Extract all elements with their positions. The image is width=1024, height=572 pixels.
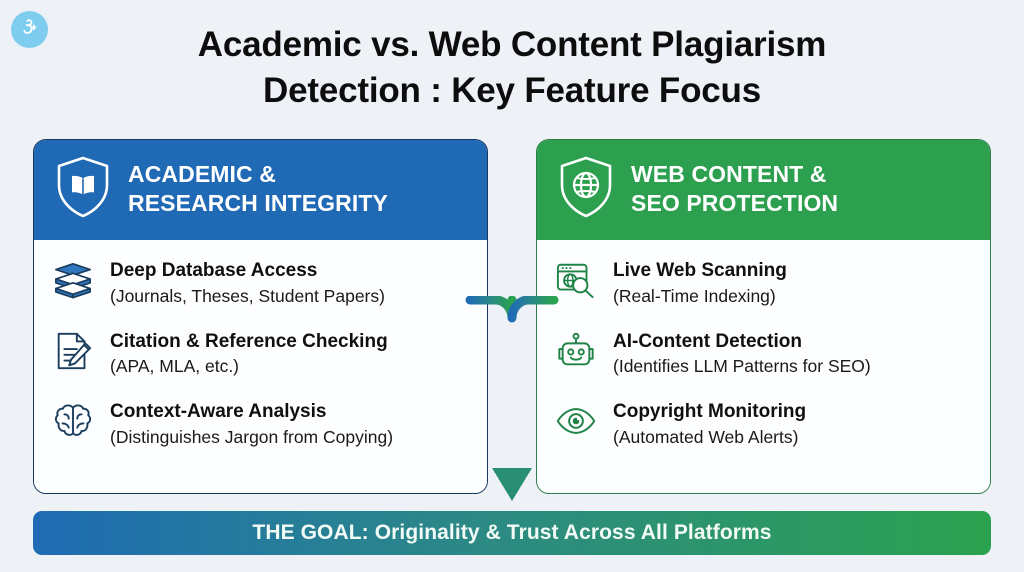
panel-web-title-line-2: SEO PROTECTION	[631, 190, 839, 216]
feature-title: AI-Content Detection	[613, 330, 802, 352]
feature-subtitle: (Identifies LLM Patterns for SEO)	[613, 356, 871, 377]
feature-title: Live Web Scanning	[613, 260, 787, 281]
panel-web-title: WEB CONTENT & SEO PROTECTION	[631, 160, 838, 217]
page-title-line-1: Academic vs. Web Content Plagiarism	[197, 25, 827, 64]
feature-subtitle: (Automated Web Alerts)	[613, 427, 799, 448]
feature-subtitle: (APA, MLA, etc.)	[110, 356, 240, 377]
brain-icon	[52, 400, 94, 442]
shield-book-icon	[54, 155, 112, 224]
feature-text: Citation & Reference Checking (APA, MLA,…	[110, 329, 388, 379]
panel-web-features: Live Web Scanning (Real-Time Indexing)	[537, 240, 990, 493]
stacked-books-icon	[52, 259, 94, 301]
page-title-line-2: Detection : Key Feature Focus	[263, 71, 761, 111]
feature-item[interactable]: Context-Aware Analysis (Distinguishes Ja…	[52, 399, 471, 449]
feature-title: Citation & Reference Checking	[110, 330, 388, 352]
brand-logo[interactable]	[11, 11, 48, 48]
feature-item[interactable]: Live Web Scanning (Real-Time Indexing)	[555, 258, 974, 308]
feature-title: Context-Aware Analysis	[110, 401, 327, 423]
feature-text: Context-Aware Analysis (Distinguishes Ja…	[110, 399, 393, 449]
panel-web-header: WEB CONTENT & SEO PROTECTION	[537, 140, 990, 240]
panel-academic-header: ACADEMIC & RESEARCH INTEGRITY	[34, 140, 487, 240]
panel-academic: ACADEMIC & RESEARCH INTEGRITY	[33, 139, 488, 494]
robot-icon	[555, 330, 597, 372]
feature-item[interactable]: AI-Content Detection (Identifies LLM Pat…	[555, 329, 974, 379]
feature-text: Deep Database Access (Journals, Theses, …	[110, 258, 385, 308]
feature-item[interactable]: Deep Database Access (Journals, Theses, …	[52, 258, 471, 308]
feature-subtitle: (Distinguishes Jargon from Copying)	[110, 427, 394, 448]
feature-subtitle: (Journals, Theses, Student Papers)	[110, 285, 385, 306]
feature-subtitle: (Real-Time Indexing)	[613, 285, 776, 306]
panel-academic-title: ACADEMIC & RESEARCH INTEGRITY	[128, 160, 388, 217]
feature-title: Deep Database Access	[110, 260, 318, 281]
panel-web-title-line-1: WEB CONTENT &	[631, 161, 827, 188]
panel-web: WEB CONTENT & SEO PROTECTION	[536, 139, 991, 494]
brand-glyph-icon	[19, 16, 41, 43]
goal-text: THE GOAL: Originality & Trust Across All…	[252, 521, 772, 544]
document-pencil-icon	[52, 330, 94, 372]
panel-academic-title-line-1: ACADEMIC &	[128, 161, 276, 188]
comparison-panels: ACADEMIC & RESEARCH INTEGRITY	[33, 139, 991, 494]
feature-text: AI-Content Detection (Identifies LLM Pat…	[613, 329, 871, 379]
feature-item[interactable]: Copyright Monitoring (Automated Web Aler…	[555, 399, 974, 449]
feature-item[interactable]: Citation & Reference Checking (APA, MLA,…	[52, 329, 471, 379]
feature-title: Copyright Monitoring	[613, 401, 807, 423]
feature-text: Live Web Scanning (Real-Time Indexing)	[613, 258, 787, 308]
goal-banner: THE GOAL: Originality & Trust Across All…	[33, 511, 991, 555]
panel-academic-features: Deep Database Access (Journals, Theses, …	[34, 240, 487, 493]
eye-icon	[555, 400, 597, 442]
shield-globe-icon	[557, 155, 615, 224]
page-title: Academic vs. Web Content Plagiarism Dete…	[0, 22, 1024, 114]
panel-academic-title-line-2: RESEARCH INTEGRITY	[128, 190, 388, 216]
feature-text: Copyright Monitoring (Automated Web Aler…	[613, 399, 806, 449]
browser-globe-search-icon	[555, 259, 597, 301]
